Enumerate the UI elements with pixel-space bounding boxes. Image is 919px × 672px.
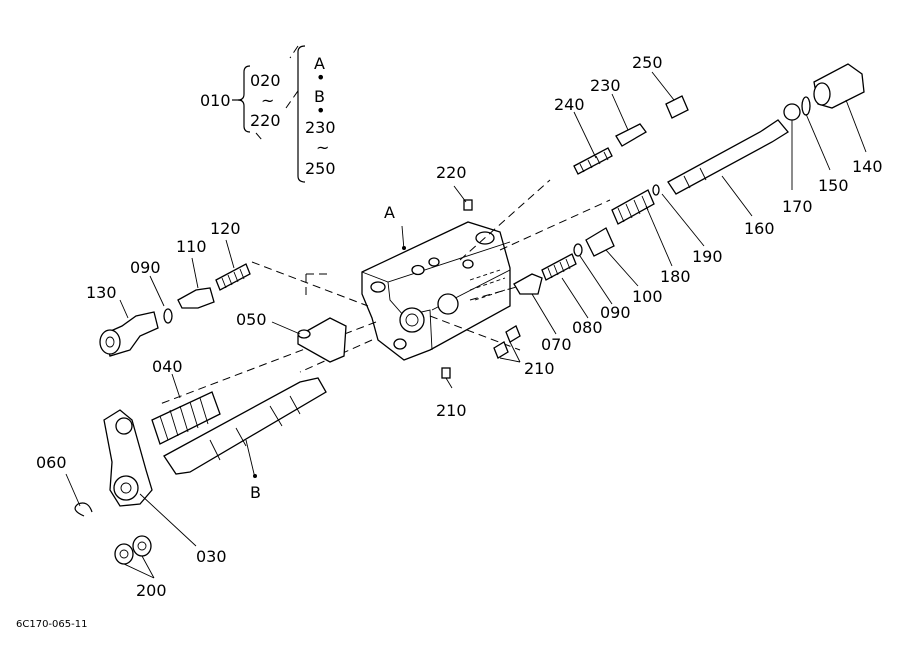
legend-range-start: 020 xyxy=(250,71,281,90)
label-180: 180 xyxy=(660,267,691,286)
plug-210-upper-shape xyxy=(505,325,521,343)
nuts-200-shape xyxy=(114,535,152,565)
legend-dot-1: • xyxy=(316,68,325,87)
spool-shaft-shape xyxy=(163,377,327,475)
plug-210-mid-shape xyxy=(493,341,509,359)
right-upper-parts xyxy=(611,119,789,225)
bracket-050-shape xyxy=(297,317,347,363)
plug-210-lower-shape xyxy=(441,367,451,379)
label-240: 240 xyxy=(554,95,585,114)
legend-range-tilde: ~ xyxy=(261,91,274,110)
assembly-legend: 010 020 ~ 220 A • B • 230 ~ 250 xyxy=(200,45,336,183)
cap-140-shape xyxy=(813,63,865,109)
label-150: 150 xyxy=(818,176,849,195)
label-040: 040 xyxy=(152,357,183,376)
plug-220-shape xyxy=(463,199,473,211)
label-160: 160 xyxy=(744,219,775,238)
legend-sub-start: 230 xyxy=(305,118,336,137)
label-070: 070 xyxy=(541,335,572,354)
legend-sub-end: 250 xyxy=(305,159,336,178)
snap-ring-060-shape xyxy=(74,502,93,517)
arm-030-shape xyxy=(103,409,153,507)
marker-b: B xyxy=(250,483,261,502)
label-230: 230 xyxy=(590,76,621,95)
label-250: 250 xyxy=(632,53,663,72)
top-small-parts xyxy=(573,95,689,175)
label-100: 100 xyxy=(632,287,663,306)
label-030: 030 xyxy=(196,547,227,566)
legend-group-a: A xyxy=(314,54,325,73)
label-120: 120 xyxy=(210,219,241,238)
label-090-right: 090 xyxy=(600,303,631,322)
label-080: 080 xyxy=(572,318,603,337)
ball-170-shape xyxy=(783,103,801,121)
legend-sub-tilde: ~ xyxy=(316,138,329,157)
legend-group-b: B xyxy=(314,87,325,106)
label-210-right: 210 xyxy=(524,359,555,378)
marker-a: A xyxy=(384,203,395,222)
oring-150-shape xyxy=(801,96,811,116)
right-middle-parts xyxy=(513,227,615,295)
left-upper-parts xyxy=(99,263,251,357)
label-170: 170 xyxy=(782,197,813,216)
label-090-left: 090 xyxy=(130,258,161,277)
label-050: 050 xyxy=(236,310,267,329)
label-060: 060 xyxy=(36,453,67,472)
label-190: 190 xyxy=(692,247,723,266)
spring-040-shape xyxy=(151,391,221,445)
legend-range-end: 220 xyxy=(250,111,281,130)
legend-assembly-number: 010 xyxy=(200,91,231,110)
legend-dot-2: • xyxy=(316,101,325,120)
part-labels: 030 040 050 060 070 080 090 090 100 110 … xyxy=(36,53,883,600)
label-130: 130 xyxy=(86,283,117,302)
label-210-bottom: 210 xyxy=(436,401,467,420)
valve-body xyxy=(361,221,511,361)
label-200: 200 xyxy=(136,581,167,600)
drawing-code: 6C170-065-11 xyxy=(16,619,87,630)
label-140: 140 xyxy=(852,157,883,176)
label-220: 220 xyxy=(436,163,467,182)
label-110: 110 xyxy=(176,237,207,256)
leader-lines xyxy=(65,71,867,579)
